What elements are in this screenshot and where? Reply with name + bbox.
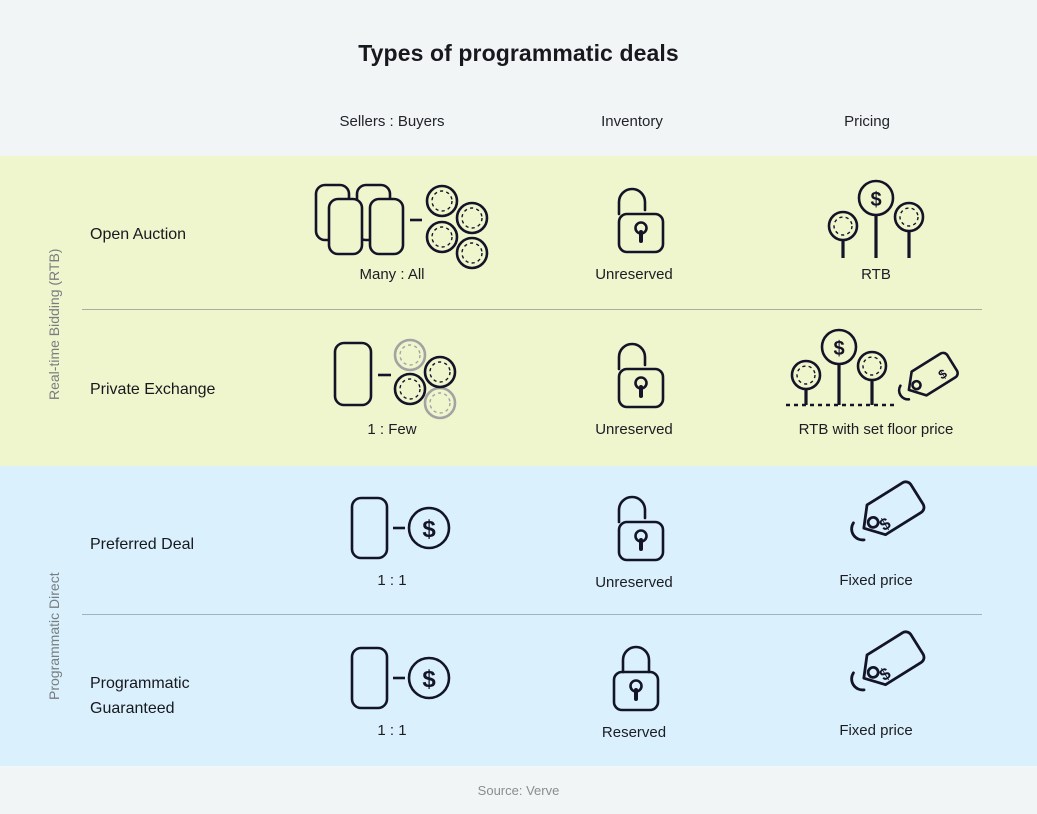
- row-divider-direct: [82, 614, 982, 615]
- open-padlock-icon: [519, 180, 749, 262]
- caption-pricing-open-auction: RTB: [861, 266, 891, 283]
- caption-pricing-private-exchange: RTB with set floor price: [798, 421, 954, 438]
- caption-inventory-private-exchange: Unreserved: [595, 421, 673, 438]
- cell-pricing-private-exchange: $ $ RTB with set floor price: [752, 327, 1000, 438]
- caption-sellers-programmatic-guaranteed: 1 : 1: [377, 722, 407, 739]
- band-real-time-bidding: [0, 156, 1037, 466]
- row-label-preferred-deal: Preferred Deal: [90, 536, 195, 553]
- cell-pricing-open-auction: $ RTB: [752, 172, 1000, 283]
- row-label-open-auction: Open Auction: [90, 226, 187, 243]
- many-sellers-to-all-buyers-icon: [267, 176, 517, 270]
- closed-padlock-icon: [519, 638, 749, 720]
- row-label-programmatic-guaranteed: Programmatic Guaranteed: [90, 675, 190, 717]
- table-row: Private Exchange: [0, 311, 1037, 466]
- svg-text:$: $: [935, 366, 950, 383]
- cell-sellers-programmatic-guaranteed: $ 1 : 1: [267, 638, 517, 739]
- svg-text:$: $: [422, 516, 436, 543]
- price-tag-icon: $: [752, 480, 1000, 568]
- caption-sellers-open-auction: Many : All: [359, 266, 425, 283]
- caption-inventory-open-auction: Unreserved: [595, 266, 673, 283]
- cell-inventory-open-auction: Unreserved: [519, 180, 749, 283]
- cell-sellers-preferred-deal: $ 1 : 1: [267, 488, 517, 589]
- cell-inventory-preferred-deal: Unreserved: [519, 488, 749, 591]
- open-padlock-icon: [519, 335, 749, 417]
- svg-text:$: $: [870, 189, 881, 211]
- one-seller-to-few-buyers-icon: [267, 331, 517, 420]
- cell-sellers-open-auction: Many : All: [267, 176, 517, 283]
- cell-inventory-programmatic-guaranteed: Reserved: [519, 638, 749, 741]
- column-header-sellers-buyers: Sellers : Buyers: [339, 113, 445, 130]
- caption-pricing-preferred-deal: Fixed price: [839, 572, 913, 589]
- rtb-floor-price-icon: $ $: [752, 327, 1000, 417]
- table-row: Open Auction: [0, 156, 1037, 311]
- column-header-pricing: Pricing: [844, 113, 890, 130]
- caption-inventory-preferred-deal: Unreserved: [595, 574, 673, 591]
- one-seller-to-one-buyer-icon: $: [267, 638, 517, 718]
- caption-sellers-private-exchange: 1 : Few: [367, 421, 417, 438]
- cell-inventory-private-exchange: Unreserved: [519, 335, 749, 438]
- svg-text:$: $: [833, 338, 844, 360]
- row-label-private-exchange: Private Exchange: [90, 381, 216, 398]
- source-credit: Source: Verve: [477, 783, 560, 798]
- rtb-bids-icon: $: [752, 172, 1000, 262]
- cell-pricing-preferred-deal: $ Fixed price: [752, 480, 1000, 589]
- column-header-row: Sellers : Buyers Inventory Pricing: [0, 113, 1037, 139]
- table-row: Programmatic Guaranteed $ 1 : 1: [0, 616, 1037, 771]
- caption-sellers-preferred-deal: 1 : 1: [377, 572, 407, 589]
- svg-text:$: $: [422, 666, 436, 693]
- column-header-inventory: Inventory: [601, 113, 663, 130]
- open-padlock-icon: [519, 488, 749, 570]
- page-title: Types of programmatic deals: [358, 40, 679, 66]
- price-tag-icon: $: [752, 630, 1000, 718]
- table-row: Preferred Deal $ 1 : 1: [0, 466, 1037, 621]
- cell-sellers-private-exchange: 1 : Few: [267, 331, 517, 438]
- cell-pricing-programmatic-guaranteed: $ Fixed price: [752, 630, 1000, 739]
- one-seller-to-one-buyer-icon: $: [267, 488, 517, 568]
- row-divider-rtb: [82, 309, 982, 310]
- caption-inventory-programmatic-guaranteed: Reserved: [601, 724, 667, 741]
- caption-pricing-programmatic-guaranteed: Fixed price: [839, 722, 913, 739]
